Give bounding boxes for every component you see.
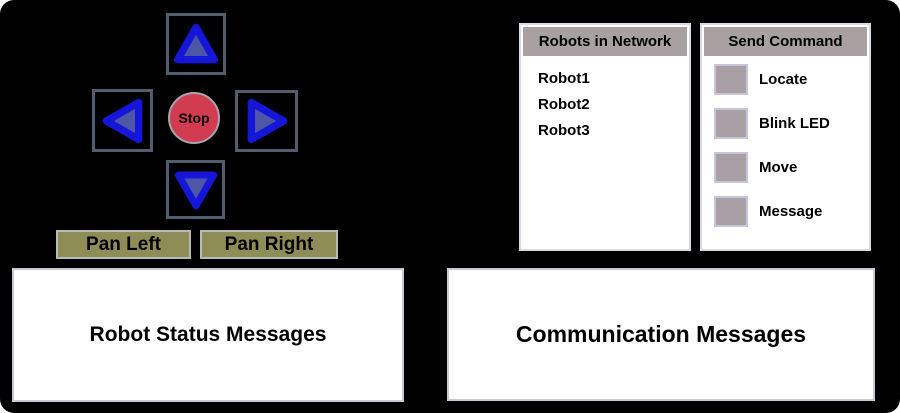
robot-list-item[interactable]: Robot2: [538, 96, 590, 113]
pan-right-button[interactable]: Pan Right: [200, 230, 338, 259]
pan-right-label: Pan Right: [224, 233, 314, 255]
robots-in-network-panel: Robots in Network Robot1 Robot2 Robot3: [519, 23, 691, 251]
command-row-locate: Locate: [714, 64, 869, 95]
message-button[interactable]: [714, 196, 748, 227]
arrow-down-icon: [174, 171, 217, 209]
communication-messages-panel: Communication Messages: [447, 268, 875, 401]
command-row-message: Message: [714, 196, 869, 227]
stop-button-label: Stop: [178, 110, 210, 126]
send-command-header: Send Command: [704, 27, 867, 56]
arrow-up-icon: [173, 23, 219, 64]
robot-list-item[interactable]: Robot3: [538, 122, 590, 139]
move-button[interactable]: [714, 152, 748, 183]
move-left-button[interactable]: [92, 89, 153, 152]
robot-status-messages-panel: Robot Status Messages: [12, 268, 404, 402]
locate-label: Locate: [759, 71, 808, 88]
robot-status-messages-label: Robot Status Messages: [89, 323, 327, 346]
move-label: Move: [759, 159, 798, 176]
locate-button[interactable]: [714, 64, 748, 95]
blink-led-label: Blink LED: [759, 115, 830, 132]
command-row-blink-led: Blink LED: [714, 108, 869, 139]
move-up-button[interactable]: [166, 13, 226, 75]
command-row-move: Move: [714, 152, 869, 183]
arrow-right-icon: [247, 98, 287, 144]
robot-list: Robot1 Robot2 Robot3: [521, 58, 689, 139]
message-label: Message: [759, 203, 823, 220]
send-command-panel: Send Command Locate Blink LED Move Messa…: [700, 23, 871, 251]
pan-left-label: Pan Left: [86, 233, 161, 255]
arrow-left-icon: [102, 98, 142, 143]
blink-led-button[interactable]: [714, 108, 748, 139]
pan-left-button[interactable]: Pan Left: [56, 230, 191, 259]
move-right-button[interactable]: [235, 90, 298, 152]
stop-button[interactable]: Stop: [168, 92, 220, 144]
command-list: Locate Blink LED Move Message: [702, 58, 869, 227]
communication-messages-label: Communication Messages: [515, 321, 807, 347]
move-down-button[interactable]: [166, 160, 225, 219]
robots-panel-header: Robots in Network: [523, 27, 687, 56]
robot-list-item[interactable]: Robot1: [538, 70, 590, 87]
